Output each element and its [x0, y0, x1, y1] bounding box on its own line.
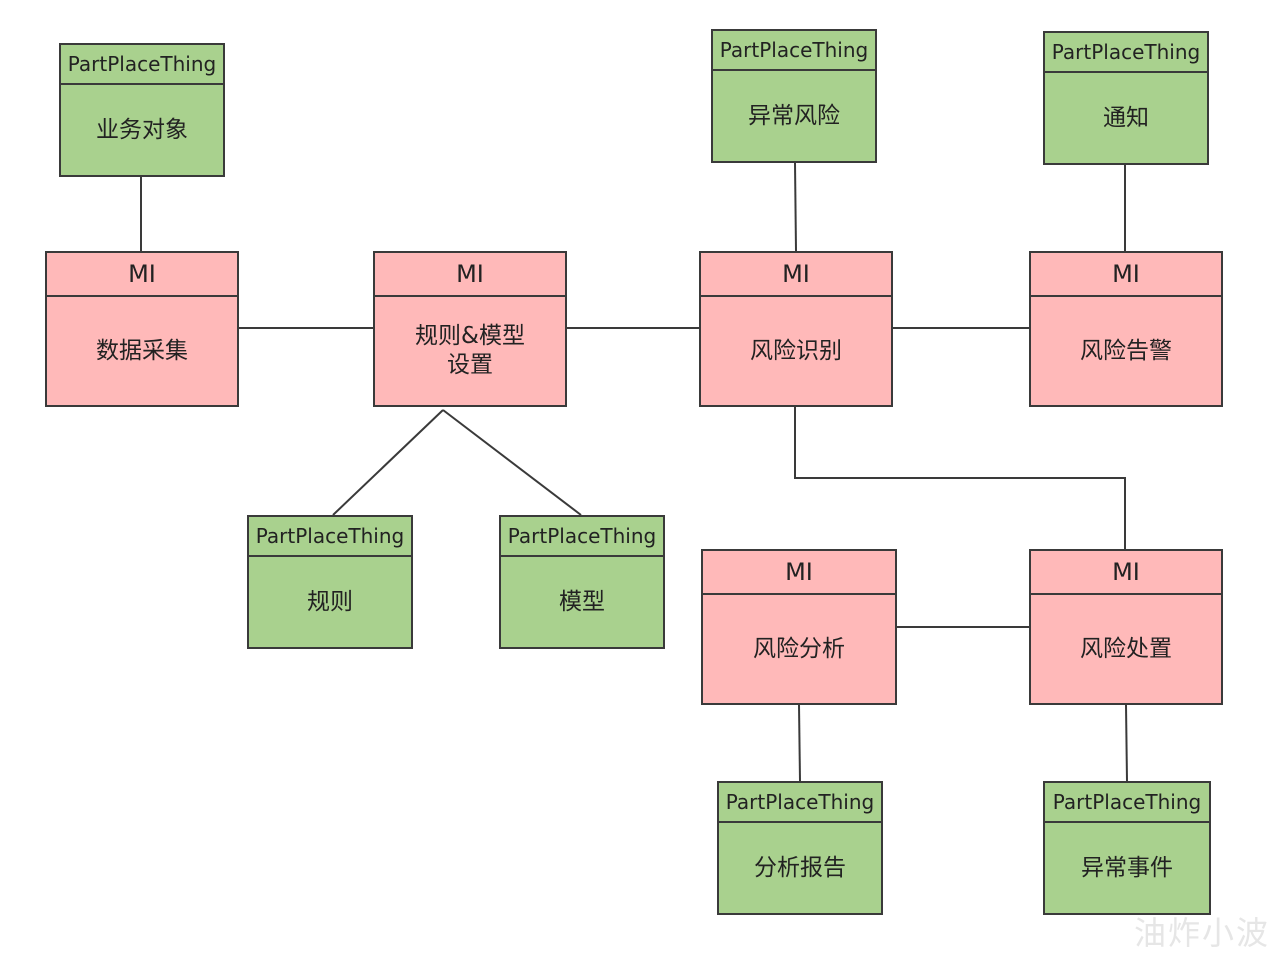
node-label: 规则: [307, 588, 353, 615]
node-yichang-shijian: PartPlaceThing 异常事件: [1043, 781, 1211, 915]
node-label: 异常风险: [748, 102, 840, 129]
node-label: 数据采集: [96, 337, 188, 364]
node-guize: PartPlaceThing 规则: [247, 515, 413, 649]
edge-chuzhi-shijian: [1125, 704, 1128, 782]
edge-shibie-chuzhi: [794, 407, 1126, 549]
node-stereotype: MI: [703, 551, 895, 595]
node-stereotype: PartPlaceThing: [61, 45, 223, 85]
watermark: 油炸小波: [1133, 914, 1270, 952]
edge-guize-mx-moxing: [442, 409, 582, 516]
node-label: 异常事件: [1081, 854, 1173, 881]
node-fengxian-gaojing: MI 风险告警: [1029, 251, 1223, 407]
node-label: 风险告警: [1080, 337, 1172, 364]
node-label: 规则&模型 设置: [415, 323, 525, 378]
node-yewu-duixiang: PartPlaceThing 业务对象: [59, 43, 225, 177]
node-label: 风险处置: [1080, 635, 1172, 662]
node-stereotype: PartPlaceThing: [501, 517, 663, 557]
node-label: 分析报告: [754, 854, 846, 881]
node-stereotype: MI: [375, 253, 565, 297]
node-stereotype: PartPlaceThing: [713, 31, 875, 71]
node-stereotype: MI: [1031, 253, 1221, 297]
node-stereotype: MI: [1031, 551, 1221, 595]
node-fengxian-fenxi: MI 风险分析: [701, 549, 897, 705]
node-tongzhi: PartPlaceThing 通知: [1043, 31, 1209, 165]
node-shuju-caiji: MI 数据采集: [45, 251, 239, 407]
node-stereotype: MI: [701, 253, 891, 297]
node-guize-moxing-shezhi: MI 规则&模型 设置: [373, 251, 567, 407]
node-stereotype: PartPlaceThing: [249, 517, 411, 557]
node-label: 通知: [1103, 104, 1149, 131]
node-label: 风险分析: [753, 635, 845, 662]
node-fengxian-chuzhi: MI 风险处置: [1029, 549, 1223, 705]
node-label: 业务对象: [96, 116, 188, 143]
node-yichang-fengxian: PartPlaceThing 异常风险: [711, 29, 877, 163]
edge-fenxi-baogao: [798, 704, 801, 782]
edge-yichang-shibie: [794, 162, 797, 252]
node-fenxi-baogao: PartPlaceThing 分析报告: [717, 781, 883, 915]
node-moxing: PartPlaceThing 模型: [499, 515, 665, 649]
node-stereotype: PartPlaceThing: [1045, 783, 1209, 823]
node-label: 风险识别: [750, 337, 842, 364]
node-stereotype: MI: [47, 253, 237, 297]
node-label: 模型: [559, 588, 605, 615]
node-fengxian-shibie: MI 风险识别: [699, 251, 893, 407]
edge-guize-mx-guize: [332, 409, 444, 516]
node-stereotype: PartPlaceThing: [719, 783, 881, 823]
node-stereotype: PartPlaceThing: [1045, 33, 1207, 73]
